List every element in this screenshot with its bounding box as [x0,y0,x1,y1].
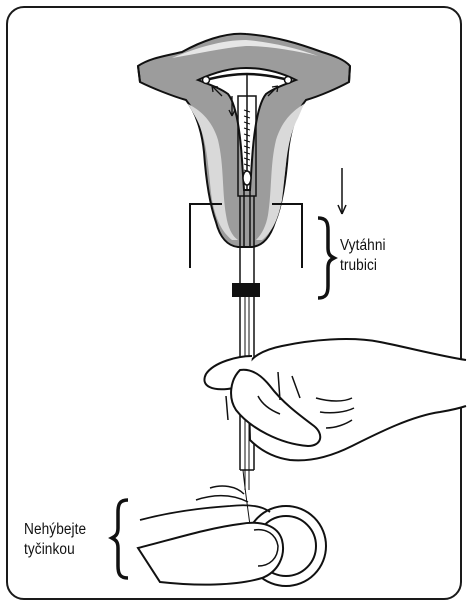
upper-hand [204,339,466,460]
lower-hand-thumb [138,523,283,585]
label-withdraw-tube-line2: trubici [340,256,386,276]
flange [232,283,260,297]
label-withdraw-tube: Vytáhni trubici [340,236,386,276]
brace-right [318,218,334,298]
label-do-not-move-rod: Nehýbejte tyčinkou [24,520,86,560]
lower-hand [138,486,326,586]
label-withdraw-tube-line1: Vytáhni [340,236,386,256]
withdraw-arrow-icon [338,168,346,214]
brace-left [112,500,128,578]
iud-arm-end-left [203,77,210,84]
iud-arm-end-right [285,77,292,84]
label-do-not-move-rod-line1: Nehýbejte [24,520,86,540]
label-do-not-move-rod-line2: tyčinkou [24,540,86,560]
iud-knob [243,171,251,185]
fallopian-right [349,66,350,82]
lower-hand-knuckle [196,486,248,502]
